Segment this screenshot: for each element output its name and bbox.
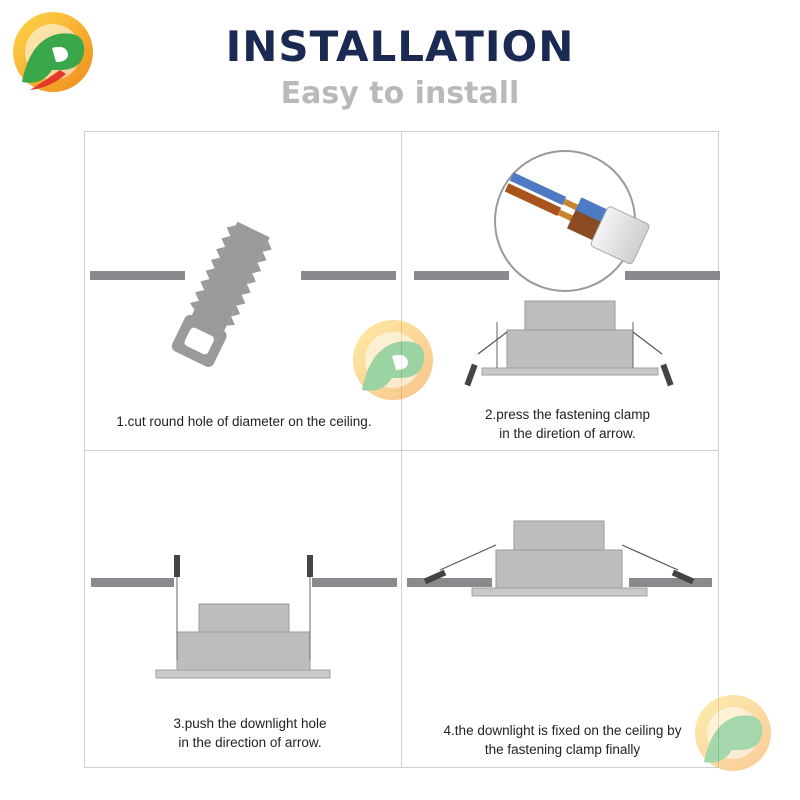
wire-connector-icon bbox=[494, 150, 650, 292]
page-title: INSTALLATION bbox=[225, 22, 575, 71]
step2-caption-line: in the diretion of arrow. bbox=[499, 426, 636, 441]
brand-watermark-icon bbox=[695, 695, 771, 771]
brand-watermark-icon bbox=[353, 320, 433, 400]
step2-caption-line: 2.press the fastening clamp bbox=[484, 407, 651, 422]
step4-caption-line: 4.the downlight is fixed on the ceiling … bbox=[443, 723, 682, 738]
step3-illustration bbox=[91, 555, 397, 679]
step1-caption-line: 1.cut round hole of diameter on the ceil… bbox=[116, 414, 372, 429]
grid-divider-horizontal bbox=[84, 450, 719, 451]
step4-caption-line: the fastening clamp finally bbox=[484, 742, 641, 757]
step3-caption-line: 3.push the downlight hole bbox=[173, 716, 327, 731]
saw-icon bbox=[171, 221, 272, 368]
ceiling-right bbox=[301, 271, 396, 280]
step3-caption-line: in the direction of arrow. bbox=[178, 735, 322, 750]
brand-logo-icon bbox=[13, 12, 93, 92]
step4-caption: 4.the downlight is fixed on the ceiling … bbox=[410, 721, 715, 759]
downlight-icon bbox=[464, 300, 674, 387]
step2-illustration bbox=[414, 150, 720, 387]
step1-caption: 1.cut round hole of diameter on the ceil… bbox=[94, 412, 394, 431]
step3-caption: 3.push the downlight hole in the directi… bbox=[130, 714, 370, 752]
step4-illustration bbox=[407, 520, 712, 597]
grid-divider-vertical bbox=[401, 131, 402, 768]
step1-illustration bbox=[90, 221, 396, 368]
ceiling-left bbox=[90, 271, 185, 280]
step2-caption: 2.press the fastening clamp in the diret… bbox=[430, 405, 705, 443]
page-subtitle: Easy to install bbox=[280, 76, 520, 111]
